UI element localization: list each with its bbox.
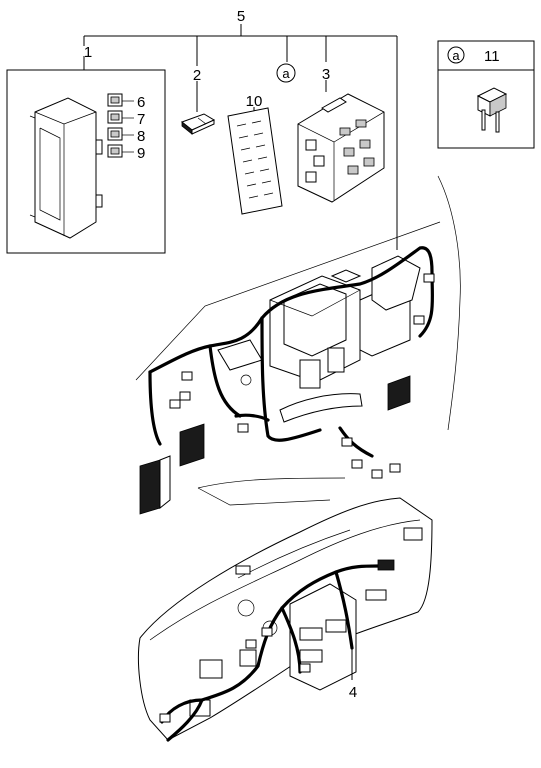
heater-unit-assembly: [135, 175, 461, 515]
instrument-panel-assembly: [138, 497, 433, 742]
callout-9: 9: [137, 145, 145, 162]
reference-mark-a: a: [276, 63, 296, 83]
fuse-detail-box: a: [437, 40, 535, 149]
harness-connectors-upper: [169, 273, 435, 479]
fuse-part-2: [180, 113, 216, 135]
callout-2: 2: [193, 67, 201, 84]
leader-lines-5: [83, 24, 398, 250]
callout-1: 1: [84, 44, 92, 61]
callout-6: 6: [137, 94, 145, 111]
callout-7: 7: [137, 111, 145, 128]
junction-block-part-3: [297, 93, 385, 203]
callout-4: 4: [349, 684, 357, 701]
detail-reference-mark: a: [452, 48, 460, 63]
callout-5: 5: [237, 8, 245, 25]
callout-8: 8: [137, 128, 145, 145]
callout-10: 10: [246, 93, 263, 110]
reference-mark-label: a: [282, 66, 290, 81]
control-module-box: [6, 69, 166, 254]
harness-connectors-lower: [159, 559, 395, 723]
callout-11: 11: [484, 48, 500, 65]
callout-3: 3: [322, 66, 330, 83]
relay-icons: [107, 93, 123, 158]
label-sheet-part-10: [227, 107, 283, 215]
